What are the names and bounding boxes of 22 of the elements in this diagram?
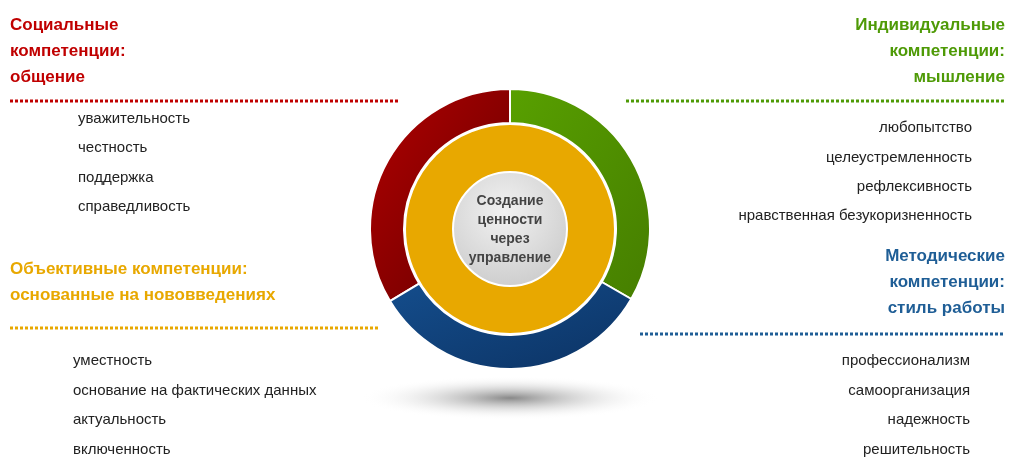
list-item: поддержка xyxy=(78,168,154,186)
section-heading: Методические компетенции: стиль работы xyxy=(884,245,1005,319)
list-item: актуальность xyxy=(73,410,167,428)
list-item: нравственная безукоризненность xyxy=(738,206,972,224)
list-item: уместность xyxy=(73,351,153,369)
list-item: основание на фактических данных xyxy=(73,381,317,399)
list-item: целеустремленность xyxy=(825,148,972,166)
center-text: Создание ценности через управление xyxy=(467,191,553,267)
list-item: профессионализм xyxy=(841,351,970,369)
list-item: честность xyxy=(78,138,148,156)
list-item: надежность xyxy=(887,410,970,428)
list-item: справедливость xyxy=(78,197,191,215)
list-item: любопытство xyxy=(878,118,972,136)
section-heading: Объективные компетенции: основанные на нововведениях xyxy=(10,258,277,306)
list-item: рефлексивность xyxy=(856,177,972,195)
list-item: включенность xyxy=(73,440,171,457)
list-item: уважительность xyxy=(78,109,190,127)
list-item: решительность xyxy=(862,440,970,457)
section-heading: Социальные компетенции: общение xyxy=(10,14,127,88)
ring-segment xyxy=(389,281,633,370)
section-heading: Индивидуальные компетенции: мышление xyxy=(854,14,1005,88)
list-item: самоорганизация xyxy=(848,381,970,399)
